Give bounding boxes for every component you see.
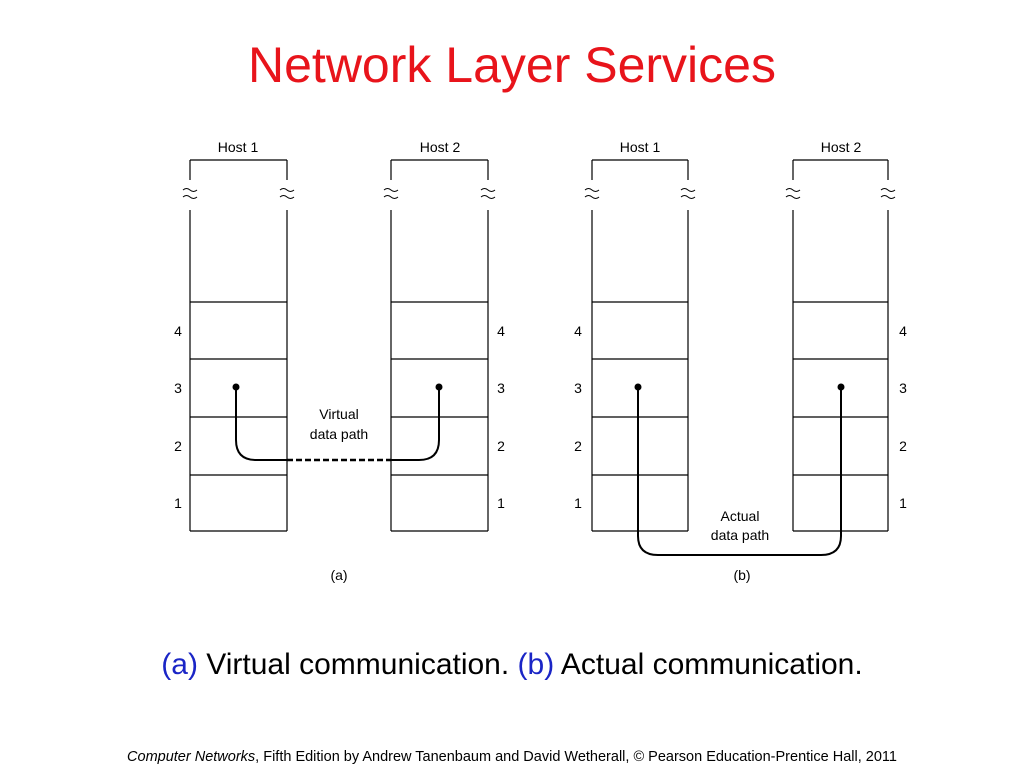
break-mark-b2-right bbox=[880, 188, 896, 199]
endpoint-dot-b-host1 bbox=[634, 383, 642, 391]
panel-b-label: (b) bbox=[733, 567, 750, 583]
host-label-b2: Host 2 bbox=[821, 139, 862, 155]
layer-number: 3 bbox=[899, 380, 907, 396]
endpoint-dot-b-host2 bbox=[837, 383, 845, 391]
endpoint-dot-a-host1 bbox=[232, 383, 240, 391]
break-mark-b2-left bbox=[785, 188, 801, 199]
layer-number: 4 bbox=[497, 323, 505, 339]
virtual-path-label-line2: data path bbox=[310, 426, 368, 442]
host-label-a1: Host 1 bbox=[218, 139, 259, 155]
panel-a-label: (a) bbox=[330, 567, 347, 583]
break-mark-a1-left bbox=[182, 188, 198, 199]
caption-a-text: Virtual communication. bbox=[197, 648, 518, 681]
layer-number: 2 bbox=[174, 438, 182, 454]
host-label-a2: Host 2 bbox=[420, 139, 461, 155]
break-mark-a2-right bbox=[480, 188, 496, 199]
layer-number: 1 bbox=[497, 495, 505, 511]
layer-number: 2 bbox=[899, 438, 907, 454]
actual-path-label-line2: data path bbox=[711, 527, 769, 543]
slide-title: Network Layer Services bbox=[248, 37, 776, 93]
panel-b-host1-stack bbox=[591, 159, 689, 532]
panel-a-host2-stack bbox=[390, 159, 489, 532]
layer-number: 3 bbox=[574, 380, 582, 396]
break-marks bbox=[182, 188, 896, 199]
panel-b-host2-stack bbox=[792, 159, 889, 532]
endpoint-dot-a-host2 bbox=[435, 383, 443, 391]
layer-number: 1 bbox=[899, 495, 907, 511]
layer-number: 4 bbox=[174, 323, 182, 339]
caption-b-text: Actual communication. bbox=[554, 648, 863, 681]
break-mark-a1-right bbox=[279, 188, 295, 199]
virtual-path-host1-leg bbox=[235, 387, 287, 461]
actual-data-path bbox=[637, 387, 842, 556]
panel-a-host1-stack bbox=[189, 159, 288, 532]
break-mark-b1-right bbox=[680, 188, 696, 199]
caption-a-tag: (a) bbox=[161, 648, 198, 681]
layer-number: 1 bbox=[574, 495, 582, 511]
footer-citation: Computer Networks, Fifth Edition by Andr… bbox=[0, 749, 1024, 765]
figure-caption: (a) Virtual communication. (b) Actual co… bbox=[0, 648, 1024, 682]
layer-number: 3 bbox=[497, 380, 505, 396]
virtual-path-host2-leg bbox=[391, 387, 440, 461]
layer-number: 2 bbox=[497, 438, 505, 454]
caption-b-tag: (b) bbox=[517, 648, 555, 681]
break-mark-b1-left bbox=[584, 188, 600, 199]
layer-number: 4 bbox=[574, 323, 582, 339]
virtual-path-label-line1: Virtual bbox=[319, 406, 358, 422]
layer-number: 1 bbox=[174, 495, 182, 511]
host-label-b1: Host 1 bbox=[620, 139, 661, 155]
break-mark-a2-left bbox=[383, 188, 399, 199]
layer-number: 3 bbox=[174, 380, 182, 396]
footer-book-title: Computer Networks bbox=[127, 749, 256, 765]
footer-citation-text: , Fifth Edition by Andrew Tanenbaum and … bbox=[255, 749, 897, 765]
actual-path-label-line1: Actual bbox=[721, 508, 760, 524]
layer-number: 4 bbox=[899, 323, 907, 339]
layer-number: 2 bbox=[574, 438, 582, 454]
